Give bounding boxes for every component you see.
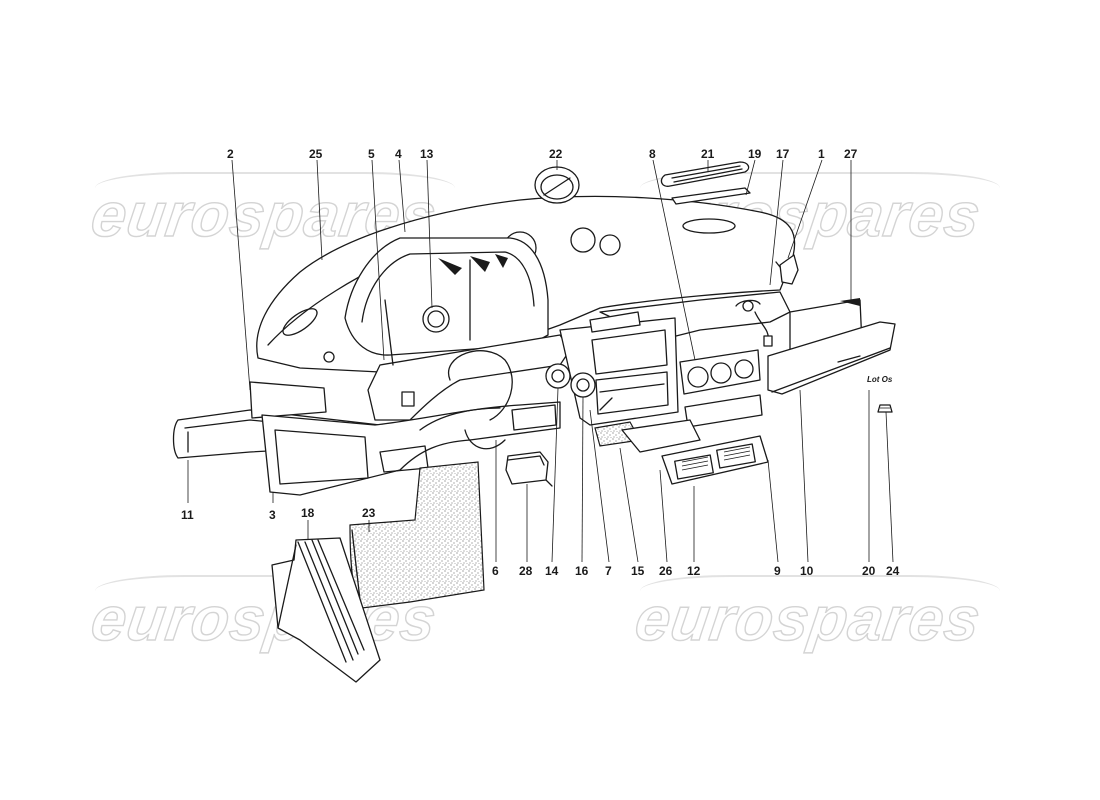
part-10-lower-panel [767, 321, 896, 395]
watermark-swoosh [640, 575, 1000, 607]
callout-4: 4 [395, 147, 402, 161]
callout-27: 27 [844, 147, 858, 161]
leader-lines [187, 159, 894, 563]
part-8-gauge-panel [679, 349, 761, 395]
callout-13: 13 [420, 147, 434, 161]
callout-19: 19 [748, 147, 762, 161]
part-19-strip [671, 187, 751, 205]
callout-10: 10 [800, 564, 814, 578]
watermark-swoosh [95, 172, 455, 204]
callout-26: 26 [659, 564, 673, 578]
callout-7: 7 [605, 564, 612, 578]
callout-25: 25 [309, 147, 323, 161]
watermark-swoosh [640, 172, 1000, 204]
svg-text:Lot Os: Lot Os [867, 375, 893, 384]
part-3-lower-fascia [261, 350, 561, 496]
callout-11: 11 [181, 508, 194, 522]
callout-5: 5 [368, 147, 375, 161]
part-7-console-bezel [559, 311, 679, 426]
callout-12: 12 [687, 564, 701, 578]
callout-16: 16 [575, 564, 589, 578]
callout-9: 9 [774, 564, 781, 578]
callout-17: 17 [776, 147, 790, 161]
part-12-air-vents [661, 435, 769, 485]
callout-18: 18 [301, 506, 315, 520]
callout-24: 24 [886, 564, 900, 578]
callout-8: 8 [649, 147, 656, 161]
callout-21: 21 [701, 147, 715, 161]
part-16-ring [570, 372, 596, 398]
callout-2: 2 [227, 147, 234, 161]
callout-22: 22 [549, 147, 563, 161]
part-24-knob [877, 404, 893, 413]
part-20-badge: Lot Os [867, 375, 893, 384]
part-2-panel [249, 381, 327, 419]
callout-14: 14 [545, 564, 559, 578]
callout-6: 6 [492, 564, 499, 578]
part-28-relay-box [505, 451, 553, 487]
callout-28: 28 [519, 564, 533, 578]
part-22-round-vent [534, 166, 580, 204]
callout-23: 23 [362, 506, 376, 520]
part-1-panel [779, 254, 799, 285]
callout-15: 15 [631, 564, 645, 578]
part-18-side-panel [271, 537, 381, 683]
dashboard-shell [256, 195, 796, 421]
callout-1: 1 [818, 147, 825, 161]
callout-20: 20 [862, 564, 876, 578]
part-23-insulation [349, 461, 485, 609]
part-26-lower-surround [621, 419, 701, 453]
callout-3: 3 [269, 508, 276, 522]
part-14-ring [545, 363, 571, 389]
part-21-top-vent [660, 161, 750, 187]
part-9-panel [684, 394, 763, 428]
